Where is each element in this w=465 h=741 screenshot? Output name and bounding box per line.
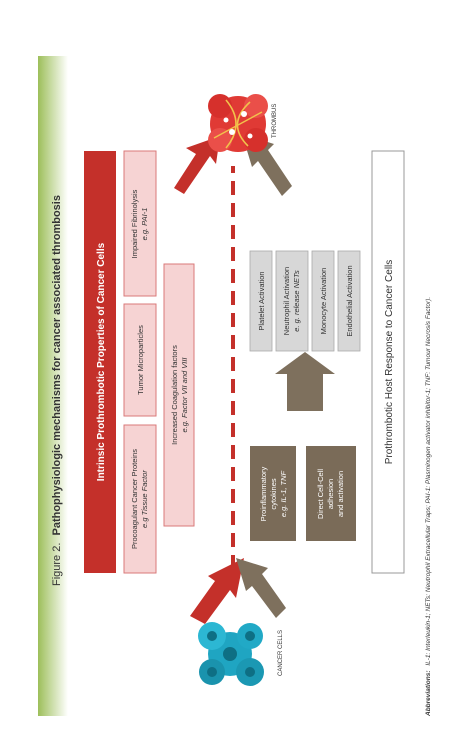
host-header-text: Prothrombotic Host Response to Cancer Ce… xyxy=(384,260,395,465)
svg-text:Neutrophil Activation: Neutrophil Activation xyxy=(282,267,291,335)
intrinsic-box-procoagulant: Procoagulant Cancer Proteins e.g Tissue … xyxy=(123,424,157,574)
svg-text:Procoagulant Cancer Proteins: Procoagulant Cancer Proteins xyxy=(130,449,139,549)
svg-text:Impaired Fibrinolysis: Impaired Fibrinolysis xyxy=(130,189,139,258)
svg-text:e.g. IL-1, TNF: e.g. IL-1, TNF xyxy=(279,470,288,517)
intrinsic-box-fibrinolysis: Impaired Fibrinolysis e.g. PAI-1 xyxy=(123,150,157,297)
host-box-neutrophil: Neutrophil Activation e. g. release NETs xyxy=(275,250,309,352)
svg-text:Endothelial Activation: Endothelial Activation xyxy=(345,265,354,336)
host-box-cytokines: Proinflammatory cytokines e.g. IL-1, TNF xyxy=(250,446,296,541)
host-header xyxy=(371,150,405,574)
intrinsic-header xyxy=(84,151,116,573)
svg-text:adhesion: adhesion xyxy=(326,479,335,509)
svg-text:and activation: and activation xyxy=(336,471,345,517)
svg-text:e.g Tissue Factor: e.g Tissue Factor xyxy=(140,470,149,528)
svg-text:Monocyte Activation: Monocyte Activation xyxy=(319,268,328,335)
title-bar xyxy=(38,56,68,716)
thrombus-illustration xyxy=(208,94,268,152)
intrinsic-header-text: Intrinsic Prothrombotic Properties of Ca… xyxy=(96,242,107,481)
svg-text:Proinflammatory: Proinflammatory xyxy=(259,466,268,521)
host-box-platelet: Platelet Activation xyxy=(249,250,273,352)
figure-title: Figure 2. Pathophysiologic mechanisms fo… xyxy=(51,195,63,586)
red-arrow-left xyxy=(190,558,244,624)
host-box-direct-adhesion: Direct Cell-Cell adhesion and activation xyxy=(306,446,356,541)
abbreviations-footnote: Abbreviations: IL-1: Interleukin-1; NETs… xyxy=(425,297,432,717)
intrinsic-box-coagulation-factors: Increased Coagulation factors e.g. Facto… xyxy=(163,263,195,527)
svg-text:Platelet Activation: Platelet Activation xyxy=(257,271,266,330)
thrombus-label: THROMBUS xyxy=(272,104,278,138)
svg-text:e.g. Factor VII and VIII: e.g. Factor VII and VIII xyxy=(180,357,189,432)
svg-text:cytokines: cytokines xyxy=(269,478,278,510)
svg-text:Direct Cell-Cell: Direct Cell-Cell xyxy=(316,469,325,519)
intrinsic-box-microparticles: Tumor Microparticles xyxy=(123,303,157,417)
svg-text:Tumor Microparticles: Tumor Microparticles xyxy=(136,325,145,395)
svg-text:Increased Coagulation factors: Increased Coagulation factors xyxy=(170,345,179,445)
host-box-monocyte: Monocyte Activation xyxy=(311,250,335,352)
host-box-endothelial: Endothelial Activation xyxy=(337,250,361,352)
cancer-cells-label: CANCER CELLS xyxy=(278,630,284,676)
red-arrow-right xyxy=(174,136,220,194)
brown-arrow-left xyxy=(236,558,286,618)
svg-text:e.g. PAI-1: e.g. PAI-1 xyxy=(140,208,149,241)
svg-text:e. g. release NETs: e. g. release NETs xyxy=(292,270,301,332)
brown-arrow-middle xyxy=(275,352,335,411)
cancer-cells-illustration xyxy=(198,622,264,686)
